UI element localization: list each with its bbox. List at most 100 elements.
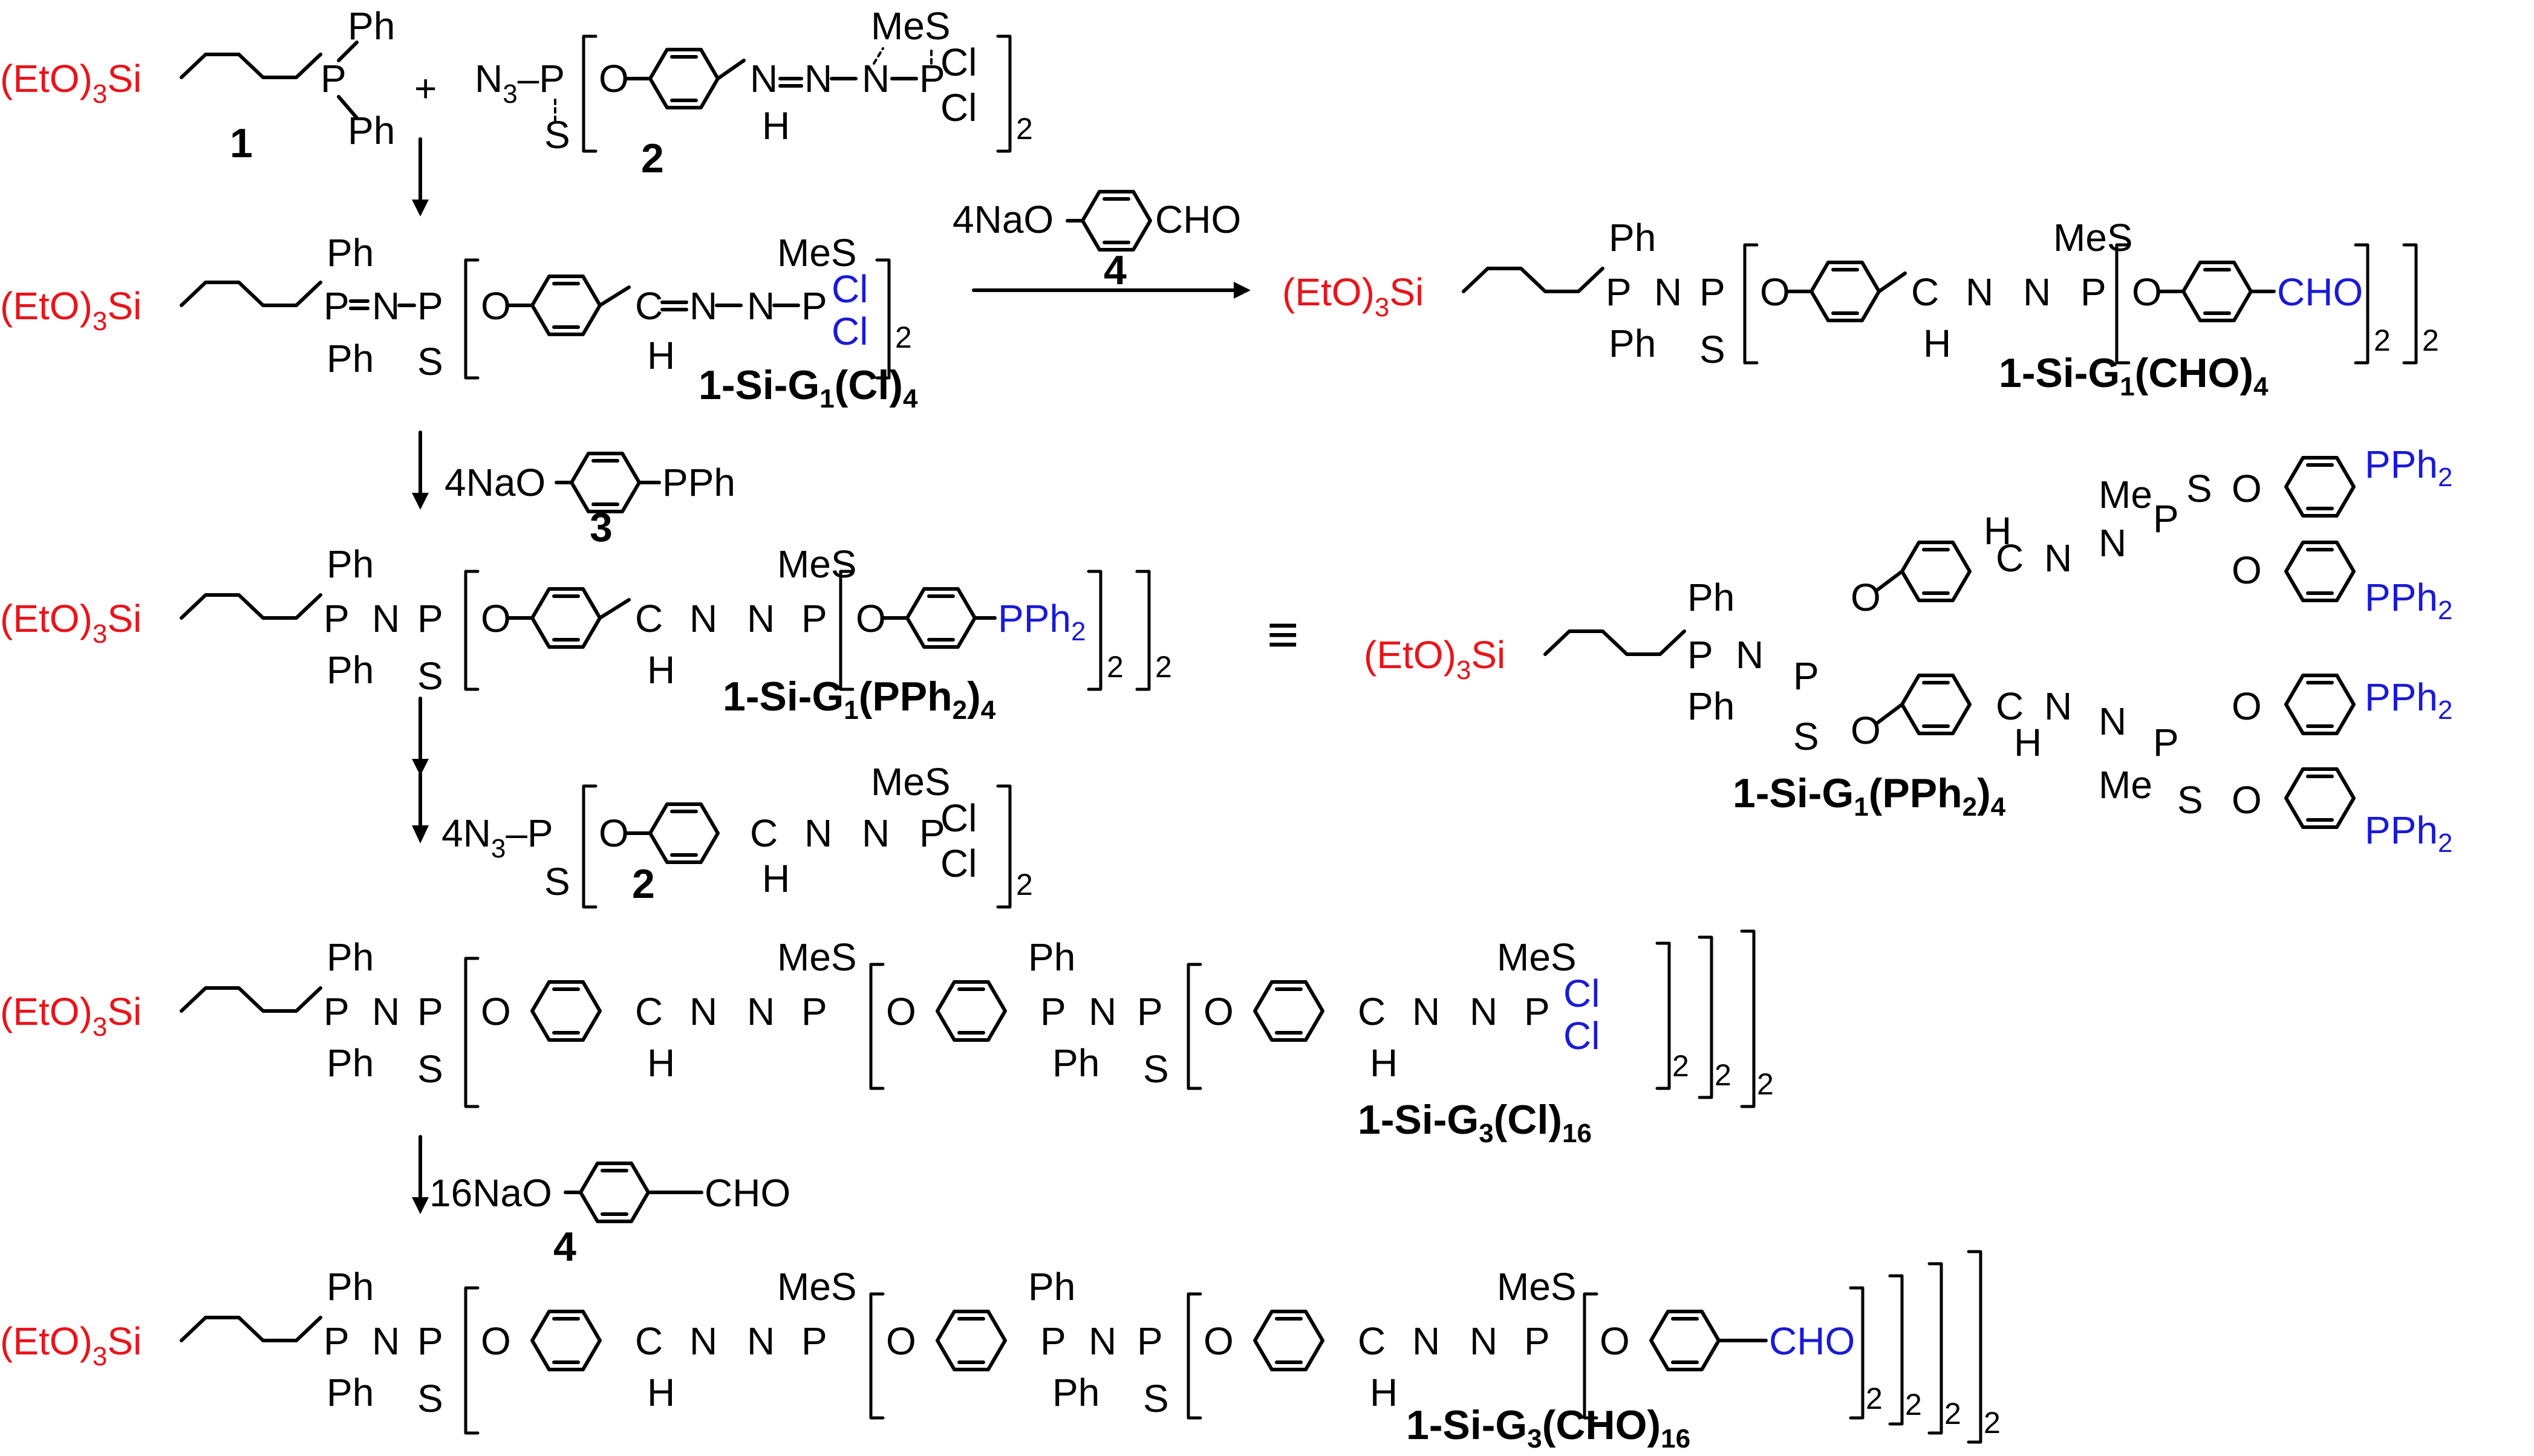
n-label: N [862,57,890,100]
n-label: N [2099,700,2126,743]
c-label: C [635,990,663,1033]
p-label: P [2153,497,2179,541]
n-label: N [2044,684,2072,728]
cl-label: Cl [832,267,868,311]
o-label: O [2232,778,2262,822]
n-label: N [689,990,717,1033]
ph-label: Ph [1028,1265,1075,1308]
p-label: P [1687,633,1713,677]
p-label: P [1137,1319,1163,1363]
compound-2-label: 2 [632,861,655,907]
compound-2-label: 2 [641,135,664,181]
pph2-label: PPh2 [2365,576,2452,625]
pph2-label: PPh2 [2365,443,2452,492]
cl-label: Cl [1563,972,1600,1015]
multiplier: 2 [1107,650,1124,684]
ph-label: Ph [327,231,374,275]
ph-label: Ph [1028,935,1075,979]
ph-label: Ph [327,542,374,586]
pph2-label: PPh2 [2365,675,2452,725]
mes-label: MeS [777,1265,857,1308]
row-1-reactants: (EtO)3Si P Ph Ph 1 + N3–P S O N H N N Me… [0,4,1033,181]
p-label: P [919,811,945,855]
p-label: P [2080,270,2106,314]
multiplier: 2 [1905,1388,1922,1422]
p-label: P [1793,654,1819,698]
o-label: O [2232,548,2262,592]
o-label: O [481,1319,511,1363]
p-label: P [1137,990,1163,1033]
mes-label: MeS [1497,1265,1577,1308]
h-label: H [762,857,790,900]
o-label: O [1851,576,1881,619]
c-label: C [1358,1319,1386,1363]
n-label: N [372,990,400,1033]
eto-group: (EtO)3Si [1282,270,1424,322]
p-label: P [417,284,443,328]
cl-label: Cl [940,41,977,84]
plus-sign: + [414,67,437,110]
s-label: S [1793,715,1819,758]
eto-group: (EtO)3Si [0,57,142,109]
n-label: N [1470,990,1497,1033]
c-label: N [750,57,778,100]
mes-label: MeS [777,542,857,586]
p-label: P [324,990,350,1033]
s-label: S [1143,1047,1169,1091]
o-label: O [1851,709,1881,752]
me-label: Me [2099,763,2152,807]
label-G3CHO16: 1-Si-G3(CHO)16 [1406,1402,1690,1454]
n-label: N [689,597,717,640]
o-label: O [2132,270,2162,314]
s-label: S [544,860,570,903]
p-label: P [1606,270,1632,314]
n-label: N [1470,1319,1497,1363]
o-label: O [2232,684,2262,728]
equivalence-sign: ≡ [1267,605,1299,665]
ph-label: Ph [348,4,395,48]
multiplier: 2 [1757,1067,1774,1101]
h-label: H [1370,1371,1398,1414]
n-label: N [804,811,832,855]
o-label: O [2232,467,2262,510]
s-label: S [417,1047,443,1091]
reagent-label: 4NaO [445,461,546,504]
o-label: O [886,990,916,1033]
cho-label: CHO [705,1171,790,1215]
arrow-4 [412,1137,429,1214]
cho-label: CHO [1155,198,1241,241]
mes-label: MeS [777,935,857,979]
h-label: H [1923,322,1951,365]
cl-label: Cl [1563,1014,1600,1058]
row-3-G1PPh24: (EtO)3Si P Ph Ph N P S O C H N N MeS P O… [0,542,1299,725]
ph-label: Ph [348,109,395,152]
o-label: O [481,597,511,640]
n-label: N [1412,1319,1440,1363]
reagent-4b: 16NaO CHO 4 [429,1163,790,1270]
o-label: O [1203,990,1234,1033]
p-label: P [1040,1319,1066,1363]
ph-label: Ph [327,648,374,692]
mes-label: MeS [1497,935,1577,979]
n-label: N [2023,270,2051,314]
n-label: N [862,811,890,855]
cl-label: Cl [940,86,977,129]
p-label: P [801,1319,827,1363]
n-label: N [689,1319,717,1363]
row-5-G3CHO16: (EtO)3Si P Ph Ph N P S O C H N N MeS P O… [0,1250,2001,1454]
c-label: C [1358,990,1386,1033]
n-label: N [1654,270,1682,314]
multiplier: 2 [895,320,912,354]
s-label: S [2186,467,2212,510]
row-2-G1Cl4: (EtO)3Si P Ph Ph N P S O C H N N MeS P C… [0,231,918,414]
ph-label: Ph [327,337,374,380]
c-label: C [1911,270,1939,314]
p-label: P [324,284,350,328]
compound-4-label: 4 [1104,247,1127,293]
ph-label: Ph [1052,1041,1099,1085]
s-label: S [417,340,443,383]
h-label: H [1984,509,2011,553]
o-label: O [481,990,511,1033]
ph-label: Ph [1609,216,1656,259]
compound-3-label: 3 [590,504,613,550]
